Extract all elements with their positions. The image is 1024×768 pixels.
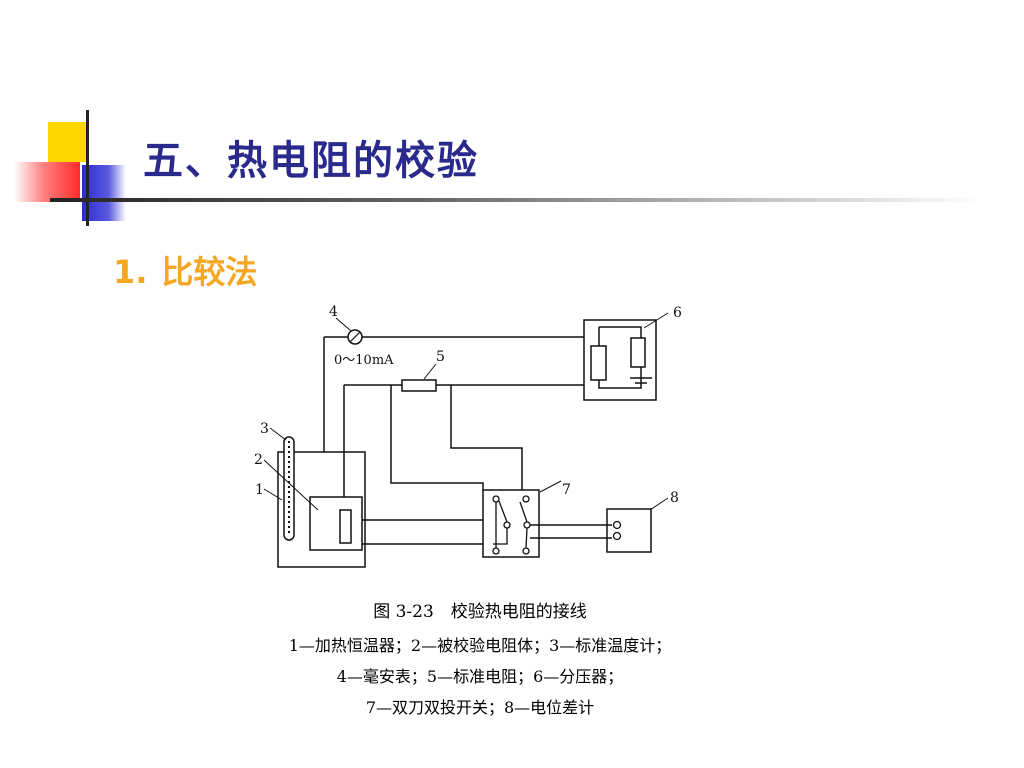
figure-legend-line-3: 7—双刀双投开关；8—电位差计 (365, 698, 595, 717)
deco-vertical-line (86, 110, 89, 226)
figure-caption-title: 图 3-23 校验热电阻的接线 (373, 602, 587, 622)
deco-yellow-square (48, 122, 88, 162)
label-8: 8 (670, 490, 679, 506)
standard-thermometer (283, 436, 295, 541)
voltage-divider (583, 319, 657, 401)
label-7: 7 (562, 482, 571, 498)
rtd-element (339, 509, 352, 544)
figure-legend-line-1: 1—加热恒温器；2—被校验电阻体；3—标准温度计； (288, 636, 672, 655)
label-5: 5 (436, 349, 445, 365)
deco-blue-square (82, 165, 126, 221)
label-2: 2 (254, 452, 263, 468)
figure-legend-line-2: 4—毫安表；5—标准电阻；6—分压器； (336, 667, 624, 686)
deco-red-square (14, 162, 80, 202)
label-3: 3 (260, 421, 269, 437)
label-6: 6 (673, 305, 682, 321)
slide-subtitle: 1. 比较法 (113, 247, 271, 293)
potentiometer (606, 508, 652, 553)
rtd-box (309, 496, 363, 551)
slide-title: 五、热电阻的校验 (143, 137, 479, 184)
dpdt-switch (482, 489, 540, 558)
label-4: 4 (329, 304, 338, 320)
circuit-wires (323, 336, 612, 545)
standard-resistor (401, 379, 437, 392)
subtitle-number: 1. (113, 253, 148, 291)
subtitle-text: 比较法 (161, 253, 258, 291)
label-meter-range: 0～10mA (334, 353, 394, 368)
title-underline (50, 198, 980, 202)
heating-thermostat (277, 451, 366, 568)
label-1: 1 (255, 482, 264, 498)
